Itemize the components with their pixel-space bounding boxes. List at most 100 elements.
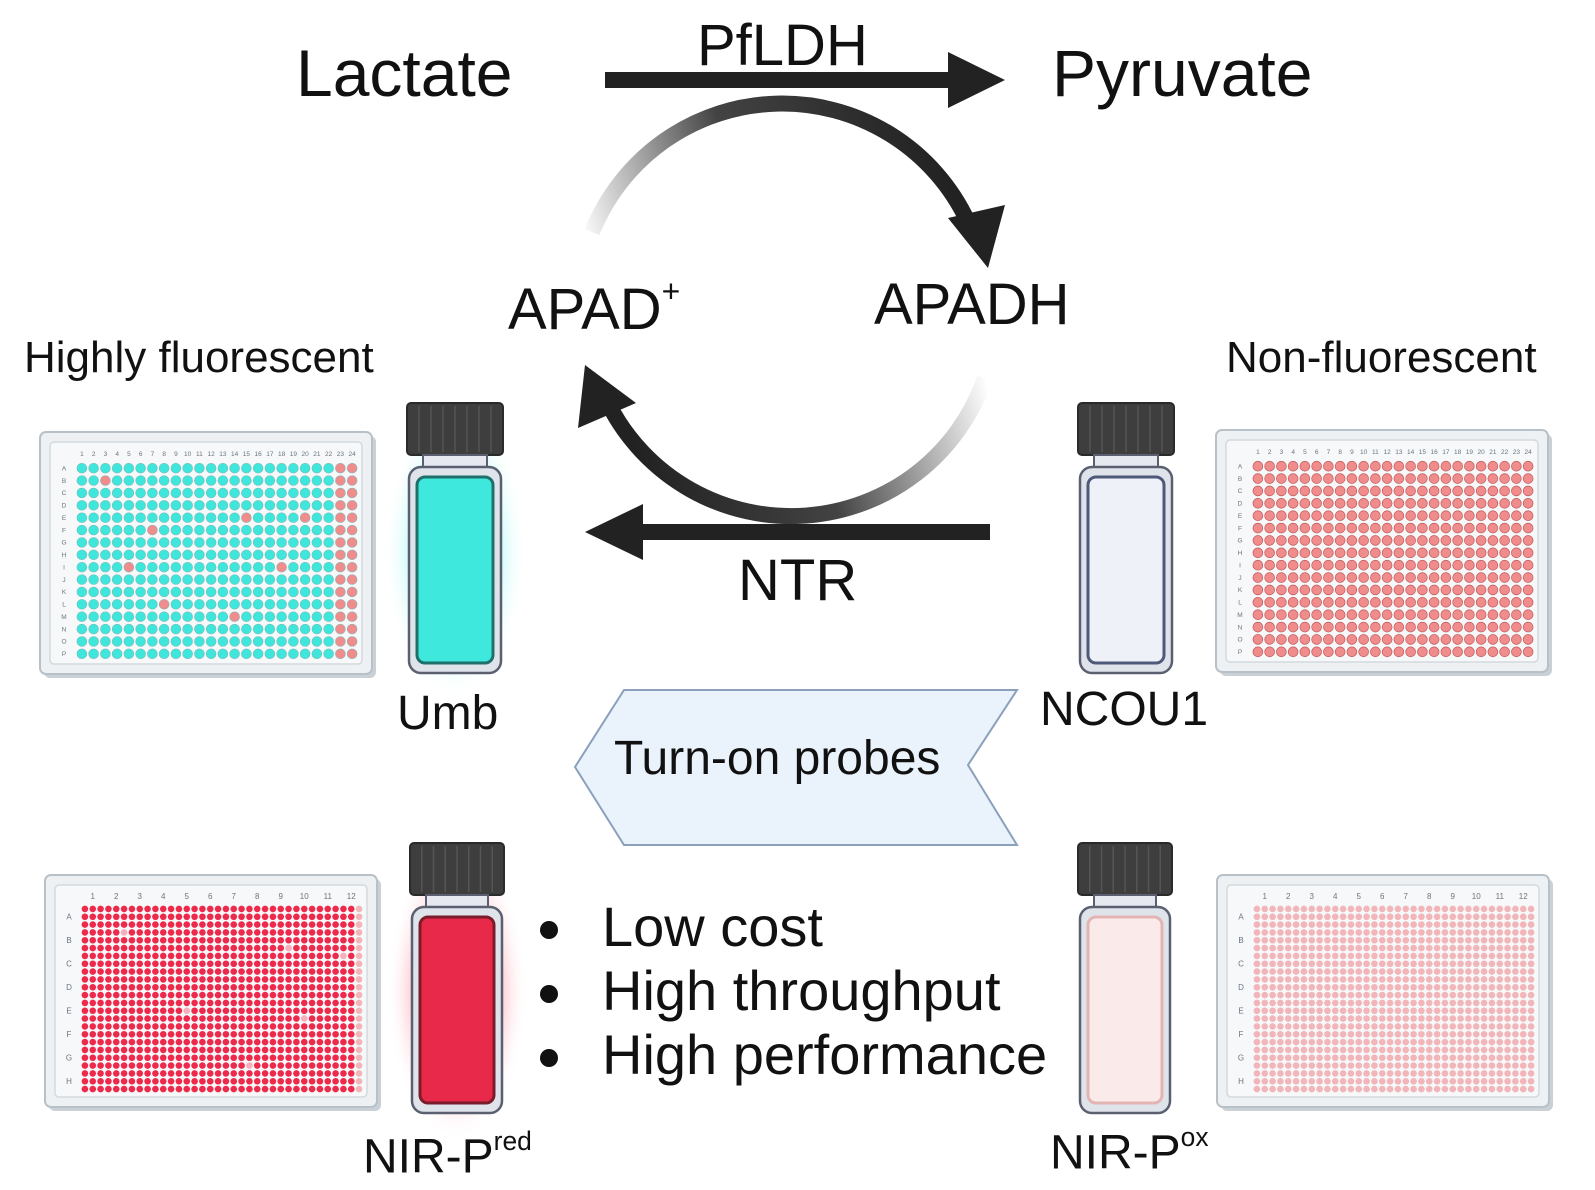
plate-well xyxy=(111,623,123,635)
plate-well xyxy=(1496,905,1504,913)
plate-well xyxy=(214,1030,222,1038)
plate-well xyxy=(1499,535,1510,546)
plate-well xyxy=(241,599,252,610)
plate-well xyxy=(1449,1070,1457,1077)
plate-well xyxy=(1331,999,1339,1007)
plate-well xyxy=(288,487,299,499)
plate-well xyxy=(136,913,144,921)
plate-well xyxy=(1331,929,1339,936)
plate-well xyxy=(347,936,355,944)
plate-well xyxy=(1394,1054,1402,1062)
plate-well xyxy=(1527,913,1535,921)
plate-well xyxy=(1457,968,1464,975)
plate-well xyxy=(1488,991,1496,999)
plate-well xyxy=(159,991,167,999)
plate-well xyxy=(1418,929,1425,936)
plate-well xyxy=(1464,547,1475,559)
plate-well xyxy=(167,999,175,1007)
plate-well xyxy=(1381,621,1393,633)
plate-well xyxy=(120,1038,128,1046)
plate-well xyxy=(1512,968,1519,975)
plate-well xyxy=(1334,473,1346,484)
plate-well xyxy=(183,929,191,936)
plate-well xyxy=(230,1046,238,1054)
plate-well xyxy=(277,929,285,936)
plate-row-label: J xyxy=(62,577,65,584)
plate-well xyxy=(222,1030,230,1038)
plate-well xyxy=(230,1038,238,1046)
plate-well xyxy=(1487,584,1499,596)
plate-well xyxy=(238,983,245,991)
plate-well xyxy=(1496,1023,1504,1030)
plate-well xyxy=(1386,1062,1394,1069)
plate-well xyxy=(1370,460,1381,472)
plate-well xyxy=(1284,1046,1292,1054)
plate-well xyxy=(1440,634,1452,645)
plate-well xyxy=(1480,936,1488,944)
plate-well xyxy=(1269,1046,1276,1054)
plate-well xyxy=(1276,485,1287,497)
plate-well xyxy=(1393,584,1405,596)
plate-well xyxy=(191,1030,198,1038)
plate-well xyxy=(1299,559,1311,571)
plate-well xyxy=(214,983,222,991)
plate-well xyxy=(1334,547,1346,559)
plate-well xyxy=(299,487,311,499)
plate-well xyxy=(170,611,182,622)
plate-well xyxy=(1472,983,1480,991)
plate-well xyxy=(1394,1038,1402,1046)
plate-well xyxy=(217,586,229,598)
plate-well xyxy=(1347,976,1355,983)
plate-well xyxy=(1511,473,1522,484)
plate-well xyxy=(308,968,316,975)
plate-well xyxy=(1311,460,1322,472)
plate-well xyxy=(238,1007,245,1015)
plate-well xyxy=(1488,1054,1496,1062)
plate-well xyxy=(1324,1007,1331,1015)
plate-well xyxy=(1284,1030,1292,1038)
plate-well xyxy=(300,936,308,944)
plate-well xyxy=(152,1062,159,1069)
plate-well xyxy=(1472,913,1480,921)
plate-well xyxy=(1386,976,1394,983)
plate-well xyxy=(152,913,159,921)
plate-well xyxy=(81,921,89,928)
plate-well xyxy=(89,1054,97,1062)
plate-well xyxy=(206,1015,214,1022)
plate-well xyxy=(105,1070,112,1077)
plate-well xyxy=(355,999,363,1007)
plate-well xyxy=(1512,1023,1519,1030)
plate-well xyxy=(264,475,276,486)
plate-well xyxy=(183,921,191,928)
plate-well xyxy=(88,636,99,647)
plate-well xyxy=(1287,522,1299,534)
plate-well xyxy=(1299,547,1311,559)
plate-well xyxy=(1480,968,1488,975)
plate-well xyxy=(1480,1070,1488,1077)
plate-well xyxy=(128,1085,136,1093)
plate-well xyxy=(285,936,292,944)
plate-well xyxy=(324,960,332,968)
plate-well xyxy=(191,960,198,968)
plate-well xyxy=(120,1030,128,1038)
plate-well xyxy=(100,561,111,573)
plate-well xyxy=(170,462,182,474)
plate-well xyxy=(147,500,158,511)
plate-well xyxy=(1386,1085,1394,1093)
plate-well xyxy=(1428,522,1440,534)
plate-well xyxy=(120,1007,128,1015)
plate-well xyxy=(1363,936,1370,944)
plate-row-label: A xyxy=(1238,463,1243,470)
plate-well xyxy=(1504,1046,1511,1054)
plate-well xyxy=(1323,646,1334,658)
plate-well xyxy=(1472,1038,1480,1046)
plate-well xyxy=(1457,1030,1464,1038)
plate-well xyxy=(1324,1077,1331,1085)
plate-well xyxy=(1417,621,1428,633)
plate-well xyxy=(1363,1070,1370,1077)
plate-well xyxy=(170,636,182,647)
plate-well xyxy=(1284,944,1292,952)
plate-well xyxy=(1371,1085,1378,1093)
plate-well xyxy=(1311,584,1322,596)
plate-well xyxy=(1440,485,1452,497)
